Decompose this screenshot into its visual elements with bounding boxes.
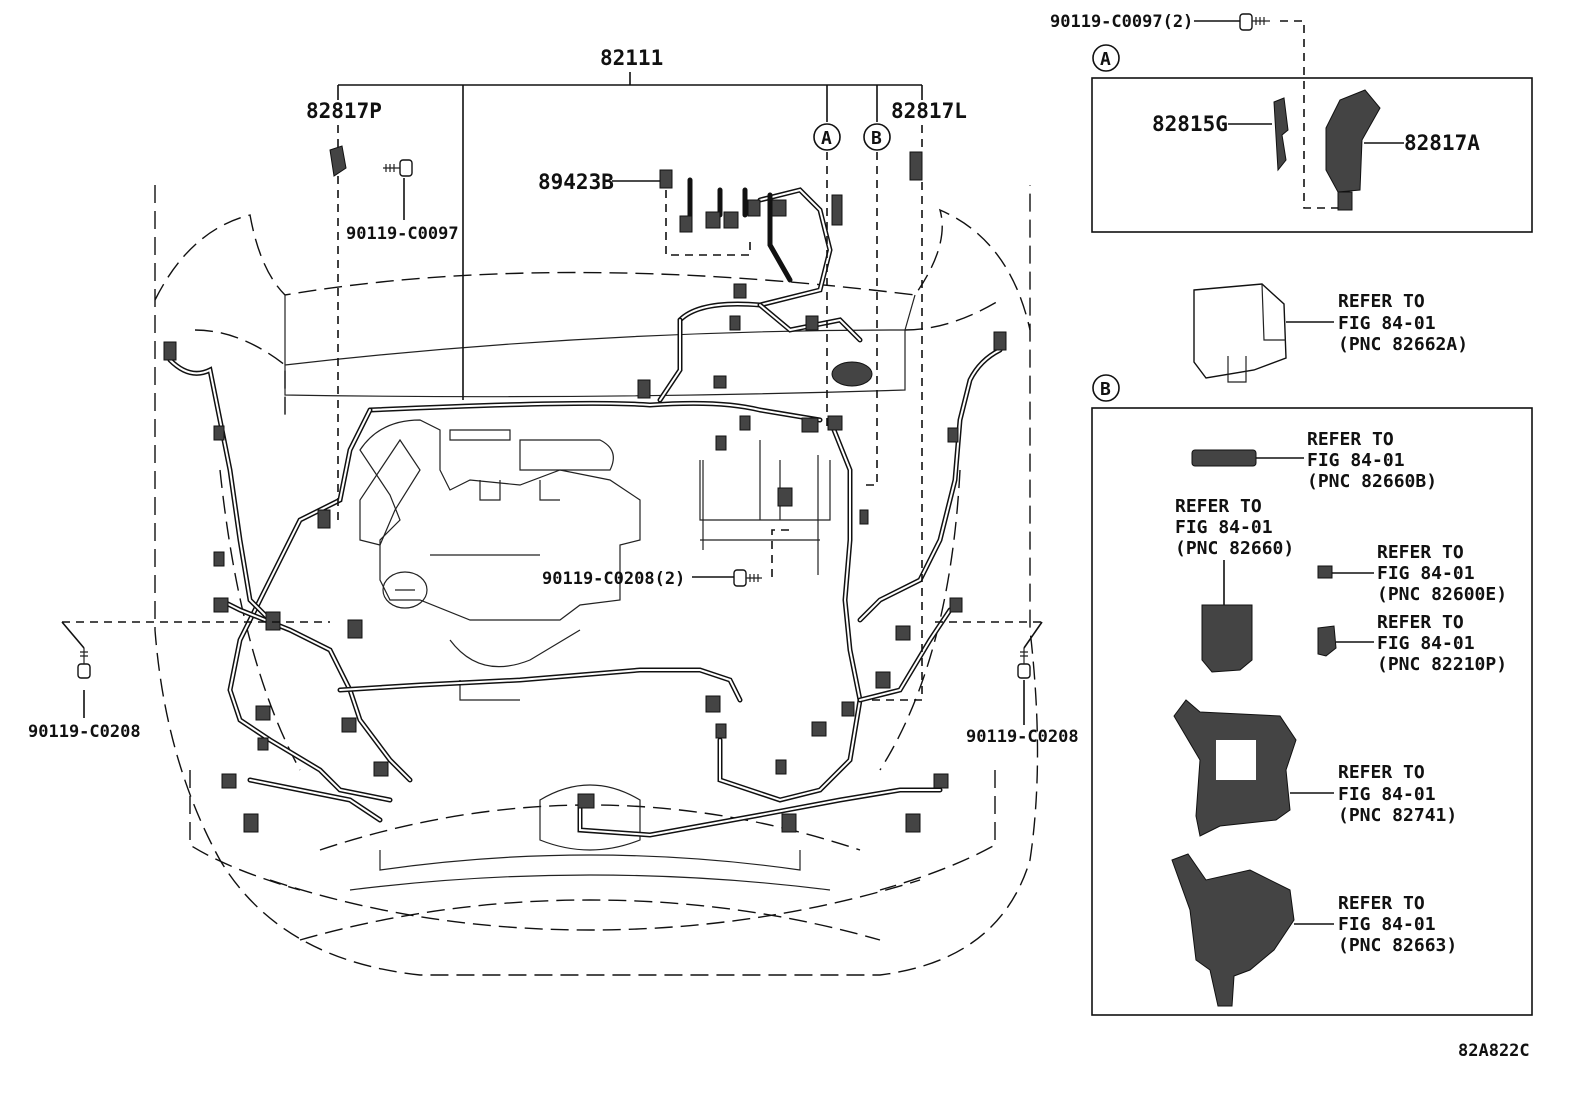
- bracket-82663-icon: [1171, 853, 1295, 1007]
- fuse-block-82660b-icon: [1191, 449, 1257, 467]
- marker-b-main: B: [863, 123, 891, 151]
- svg-text:REFER TO: REFER TO: [1338, 762, 1425, 783]
- clamp-82817a-icon: [1325, 89, 1381, 193]
- svg-text:REFER TO: REFER TO: [1377, 542, 1464, 563]
- bolt-center-icon: [733, 569, 762, 587]
- label-detail-a-clamp: 82817A: [1404, 131, 1480, 155]
- svg-text:FIG 84-01: FIG 84-01: [1338, 313, 1436, 334]
- svg-text:(PNC 82663): (PNC 82663): [1338, 935, 1457, 956]
- svg-text:REFER TO: REFER TO: [1175, 496, 1262, 517]
- svg-text:FIG 84-01: FIG 84-01: [1377, 563, 1475, 584]
- svg-text:FIG 84-01: FIG 84-01: [1338, 914, 1436, 935]
- relay-block-82660-icon: [1201, 604, 1253, 673]
- bracket-82815g-icon: [1273, 97, 1289, 172]
- vehicle-body-outline: [154, 185, 1039, 976]
- connector-82210p-icon: [1317, 625, 1337, 657]
- label-detail-a-bolt: 90119-C0097(2): [1050, 12, 1193, 32]
- label-connector: 89423B: [538, 170, 614, 194]
- svg-text:(PNC 82660B): (PNC 82660B): [1307, 471, 1437, 492]
- detail-b-section: B REFER TO FIG 84-01 (PNC 82660B) REFER …: [1091, 374, 1533, 1016]
- svg-text:B: B: [871, 128, 882, 149]
- svg-text:(PNC 82210P): (PNC 82210P): [1377, 654, 1507, 675]
- marker-b-detail: [1092, 374, 1120, 402]
- svg-text:REFER TO: REFER TO: [1377, 612, 1464, 633]
- bolt-far-right-icon: [1017, 648, 1031, 679]
- label-bolt-far-left: 90119-C0208: [28, 722, 141, 742]
- svg-text:REFER TO: REFER TO: [1307, 429, 1394, 450]
- svg-text:FIG 84-01: FIG 84-01: [1338, 784, 1436, 805]
- cover-ref-section: REFER TO FIG 84-01 (PNC 82662A): [1193, 283, 1468, 383]
- bolt-top-left-icon: [383, 159, 413, 177]
- label-bolt-far-right: 90119-C0208: [966, 727, 1079, 747]
- svg-text:(PNC 82741): (PNC 82741): [1338, 805, 1457, 826]
- fuse-box-cover-icon: [1193, 283, 1287, 379]
- figure-code: 82A822C: [1458, 1041, 1530, 1061]
- label-bracket: 82815G: [1152, 112, 1228, 136]
- bolt-far-left-icon: [77, 648, 91, 679]
- marker-a-main: A: [813, 123, 841, 151]
- label-clamp-right: 82817L: [891, 99, 967, 123]
- svg-text:B: B: [1100, 379, 1111, 400]
- svg-text:REFER TO: REFER TO: [1338, 893, 1425, 914]
- label-main-harness: 82111: [600, 46, 663, 70]
- svg-text:(PNC 82662A): (PNC 82662A): [1338, 334, 1468, 355]
- detail-a-section: 90119-C0097(2) A 82815G 82817A: [1050, 12, 1533, 233]
- fuse-82600e-icon: [1317, 565, 1333, 579]
- main-wire-harness: [163, 145, 1007, 838]
- svg-text:FIG 84-01: FIG 84-01: [1307, 450, 1405, 471]
- label-clamp-left: 82817P: [306, 99, 382, 123]
- svg-text:(PNC 82600E): (PNC 82600E): [1377, 584, 1507, 605]
- svg-text:(PNC 82660): (PNC 82660): [1175, 538, 1294, 559]
- engine-block: [359, 419, 831, 701]
- label-bolt-top-left: 90119-C0097: [346, 224, 459, 244]
- svg-text:FIG 84-01: FIG 84-01: [1175, 517, 1273, 538]
- label-bolt-center: 90119-C0208(2): [542, 569, 685, 589]
- leader-lines: [61, 72, 1043, 725]
- svg-text:FIG 84-01: FIG 84-01: [1377, 633, 1475, 654]
- svg-text:A: A: [1100, 49, 1111, 70]
- svg-text:REFER TO: REFER TO: [1338, 291, 1425, 312]
- detail-a-bolt-icon: [1239, 13, 1253, 31]
- marker-a-detail: [1092, 44, 1120, 72]
- svg-text:A: A: [821, 128, 832, 149]
